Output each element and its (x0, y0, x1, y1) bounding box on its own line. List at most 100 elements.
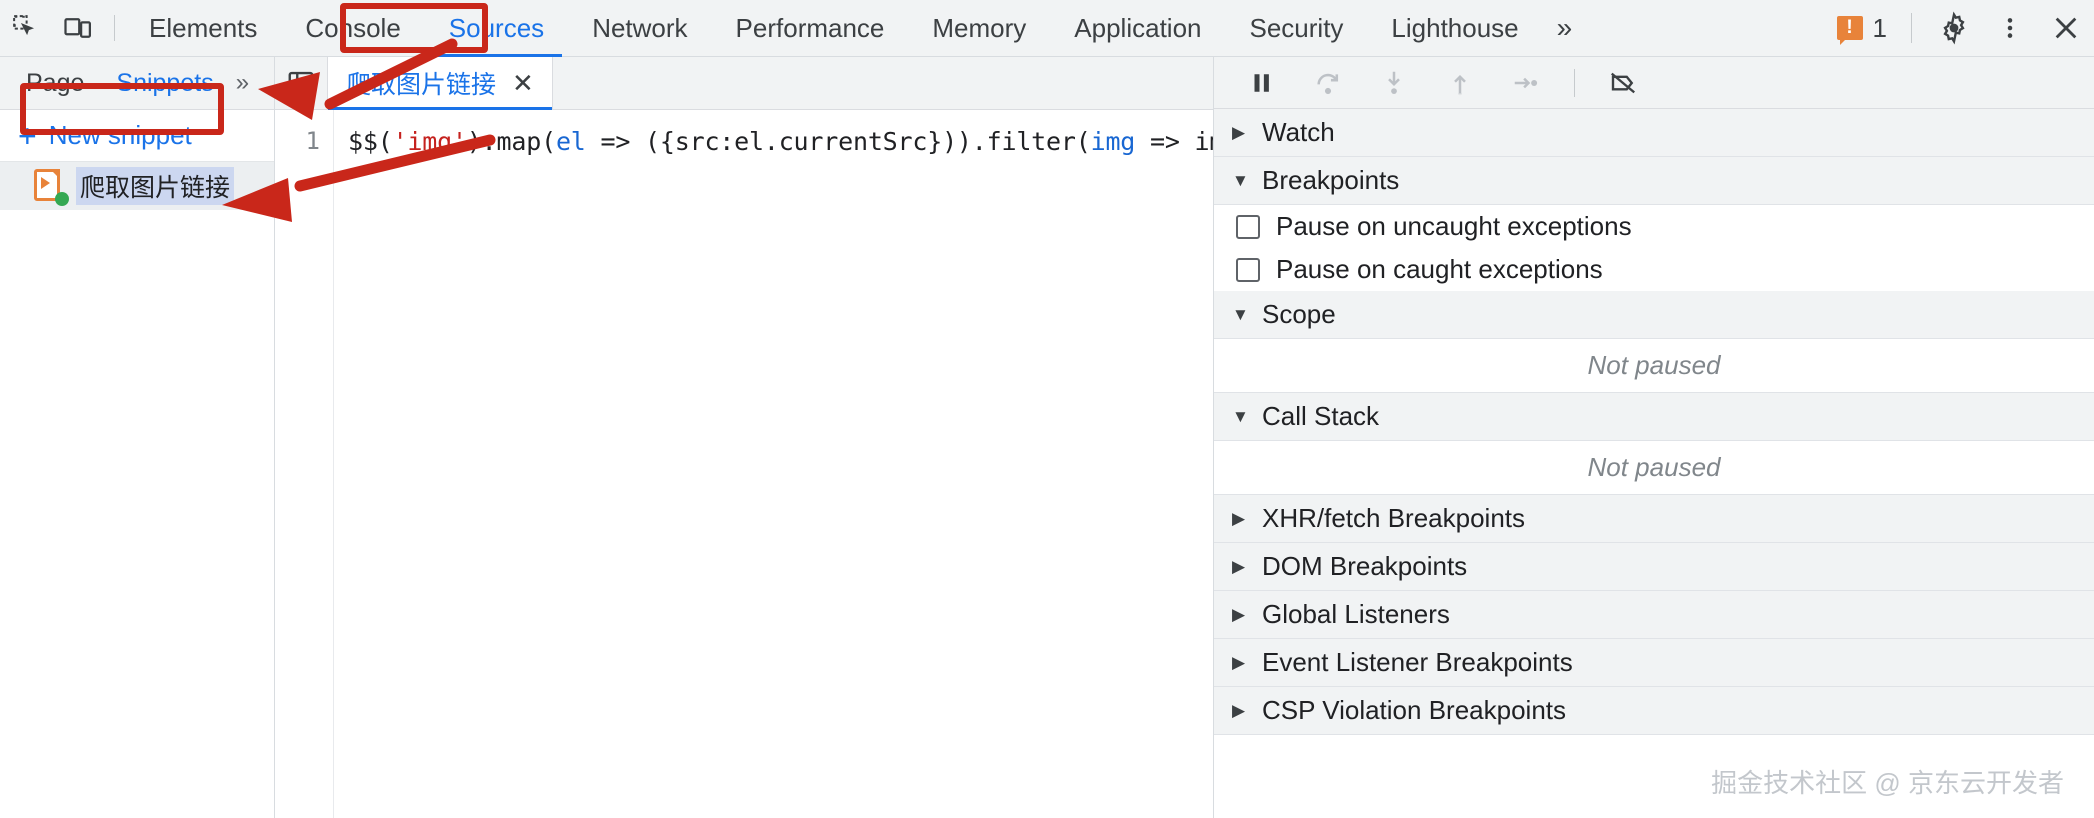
new-snippet-label: New snippet (48, 120, 192, 150)
code-area[interactable]: 1 $$('img').map(el => ({src:el.currentSr… (275, 110, 1314, 818)
plus-icon: + (18, 117, 37, 154)
section-dom-breakpoints-label: DOM Breakpoints (1262, 551, 1468, 581)
section-breakpoints-label: Breakpoints (1262, 165, 1400, 195)
editor-tab-active[interactable]: 爬取图片链接 ✕ (327, 56, 553, 110)
tab-performance[interactable]: Performance (712, 0, 909, 57)
section-breakpoints[interactable]: ▼ Breakpoints (1214, 157, 2094, 205)
new-snippet-button[interactable]: + New snippet (0, 110, 274, 162)
code-token-1: $$( (348, 127, 393, 156)
gear-icon[interactable] (1926, 3, 1982, 53)
code-line-1: $$('img').map(el => ({src:el.currentSrc}… (348, 127, 1314, 156)
snippet-list-item[interactable]: 爬取图片链接 (0, 162, 274, 210)
editor-tab-label: 爬取图片链接 (346, 71, 497, 99)
checkbox-unchecked-icon[interactable] (1236, 257, 1260, 282)
checkbox-unchecked-icon[interactable] (1236, 214, 1260, 239)
tab-security-label: Security (1249, 12, 1344, 43)
scope-status: Not paused (1214, 339, 2094, 393)
section-xhr-fetch-breakpoints[interactable]: ▶ XHR/fetch Breakpoints (1214, 495, 2094, 543)
close-icon[interactable] (2038, 3, 2094, 53)
chevron-down-icon: ▼ (1232, 170, 1249, 190)
code-string-token: 'img' (392, 127, 467, 156)
watermark-text: 掘金技术社区 @ 京东云开发者 (1711, 768, 2064, 798)
sources-nav-pane: Page Snippets » + New snippet 爬取图片链接 (0, 57, 282, 818)
pause-uncaught-exceptions-row[interactable]: Pause on uncaught exceptions (1214, 205, 2094, 248)
chevron-right-icon: ▶ (1232, 556, 1246, 576)
section-global-listeners[interactable]: ▶ Global Listeners (1214, 591, 2094, 639)
snippet-file-icon (34, 169, 69, 206)
tab-sources[interactable]: Sources (425, 0, 568, 57)
pause-caught-exceptions-label: Pause on caught exceptions (1276, 254, 1603, 284)
error-count-label: 1 (1872, 12, 1887, 43)
close-icon[interactable]: ✕ (512, 68, 534, 98)
section-watch[interactable]: ▶ Watch (1214, 109, 2094, 157)
tab-memory-label: Memory (932, 12, 1027, 43)
pause-caught-exceptions-row[interactable]: Pause on caught exceptions (1214, 248, 2094, 291)
error-icon: ! (1836, 16, 1863, 45)
section-scope[interactable]: ▼ Scope (1214, 291, 2094, 339)
chevron-right-icon: ▶ (1232, 508, 1246, 528)
error-count-badge[interactable]: ! 1 (1827, 12, 1897, 45)
section-event-listener-label: Event Listener Breakpoints (1262, 647, 1573, 677)
debugger-toolbar (1214, 57, 2094, 109)
section-csp-violation-label: CSP Violation Breakpoints (1262, 695, 1567, 725)
snippet-item-label: 爬取图片链接 (76, 167, 235, 205)
tab-memory[interactable]: Memory (908, 0, 1050, 57)
tab-performance-label: Performance (735, 12, 885, 43)
section-event-listener-breakpoints[interactable]: ▶ Event Listener Breakpoints (1214, 639, 2094, 687)
chevron-right-icon: ▶ (1232, 700, 1246, 720)
section-scope-label: Scope (1262, 299, 1336, 329)
step-button[interactable] (1496, 57, 1556, 109)
chevron-right-icon: ▶ (1232, 122, 1246, 142)
toolbar-divider-right (1911, 13, 1912, 43)
chevron-right-icon: ▶ (1232, 604, 1246, 624)
chevron-right-icon: ▶ (1232, 652, 1246, 672)
step-over-button[interactable] (1298, 57, 1358, 109)
more-tabs-chevron-icon[interactable]: » (1556, 12, 1573, 43)
section-call-stack-label: Call Stack (1262, 401, 1380, 431)
step-into-button[interactable] (1364, 57, 1424, 109)
section-dom-breakpoints[interactable]: ▶ DOM Breakpoints (1214, 543, 2094, 591)
tab-lighthouse-label: Lighthouse (1391, 12, 1519, 43)
tab-console-label: Console (305, 12, 401, 43)
pause-uncaught-exceptions-label: Pause on uncaught exceptions (1276, 211, 1632, 241)
tab-security[interactable]: Security (1226, 0, 1368, 57)
nav-tab-snippets[interactable]: Snippets (116, 68, 214, 97)
nav-tab-page[interactable]: Page (26, 68, 85, 97)
tab-elements[interactable]: Elements (125, 0, 281, 57)
code-editor-panel: 爬取图片链接 ✕ 1 $$('img').map(el => ({src:el.… (275, 56, 1314, 818)
section-call-stack[interactable]: ▼ Call Stack (1214, 393, 2094, 441)
line-number-gutter: 1 (275, 110, 334, 818)
more-vertical-icon[interactable] (1982, 3, 2038, 53)
deactivate-breakpoints-button[interactable] (1593, 57, 1653, 109)
tab-network-label: Network (592, 12, 688, 43)
collapse-sidebar-icon[interactable] (275, 57, 327, 110)
section-watch-label: Watch (1262, 117, 1335, 147)
code-token-2: ).map( (466, 127, 556, 156)
call-stack-status: Not paused (1214, 441, 2094, 495)
chevron-down-icon: ▼ (1232, 304, 1249, 324)
tab-application[interactable]: Application (1050, 0, 1225, 57)
chevron-down-icon: ▼ (1232, 406, 1249, 426)
editor-tabbar: 爬取图片链接 ✕ (275, 56, 1213, 110)
section-xhr-fetch-label: XHR/fetch Breakpoints (1262, 503, 1526, 533)
tab-lighthouse[interactable]: Lighthouse (1367, 0, 1542, 57)
device-toolbar-icon[interactable] (52, 6, 104, 50)
pause-script-button[interactable] (1232, 57, 1292, 109)
debugger-toolbar-divider (1574, 68, 1575, 97)
nav-tabbar: Page Snippets » (0, 57, 282, 110)
code-param-el: el (555, 127, 586, 156)
tab-application-label: Application (1074, 12, 1202, 43)
nav-overflow-chevron-icon[interactable]: » (235, 69, 250, 96)
line-number: 1 (305, 127, 320, 155)
debugger-sidebar: ▶ Watch ▼ Breakpoints Pause on uncaught … (1213, 57, 2094, 818)
inspect-element-icon[interactable] (0, 6, 52, 50)
section-csp-violation-breakpoints[interactable]: ▶ CSP Violation Breakpoints (1214, 687, 2094, 735)
step-out-button[interactable] (1430, 57, 1490, 109)
tab-console[interactable]: Console (281, 0, 424, 57)
code-token-3: => ({src:el.currentSrc})).filter( (585, 127, 1091, 156)
tab-network[interactable]: Network (568, 0, 711, 57)
devtools-toolbar: Elements Console Sources Network Perform… (0, 0, 2094, 57)
tab-elements-label: Elements (149, 12, 258, 43)
code-param-img: img (1090, 127, 1136, 156)
